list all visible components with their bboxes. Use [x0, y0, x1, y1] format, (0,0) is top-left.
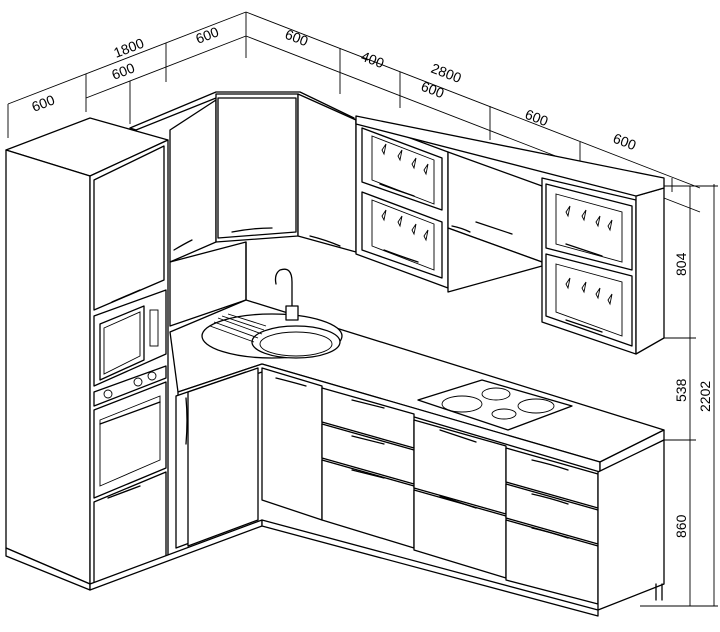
dim-right-400: 400 [359, 48, 387, 71]
dim-right-corner: 600 [283, 26, 311, 49]
dim-left-front: 600 [109, 59, 137, 82]
glass-reflections [381, 143, 613, 306]
dim-right-600-c: 600 [611, 130, 639, 153]
dim-left-end: 600 [29, 91, 57, 114]
tall-oven-column [5, 117, 169, 585]
upper-cabinets [129, 91, 665, 355]
dim-height-upper: 804 [673, 252, 689, 276]
dim-height-gap: 538 [673, 378, 689, 402]
sink [201, 268, 343, 359]
dim-height-total: 2202 [697, 381, 713, 412]
base-cabinets [5, 367, 665, 617]
dim-right-600-a: 600 [419, 78, 447, 101]
dim-height-base: 860 [673, 514, 689, 538]
dim-right-600-b: 600 [523, 106, 551, 129]
hob [417, 379, 573, 431]
dim-left-corner: 600 [193, 23, 221, 46]
